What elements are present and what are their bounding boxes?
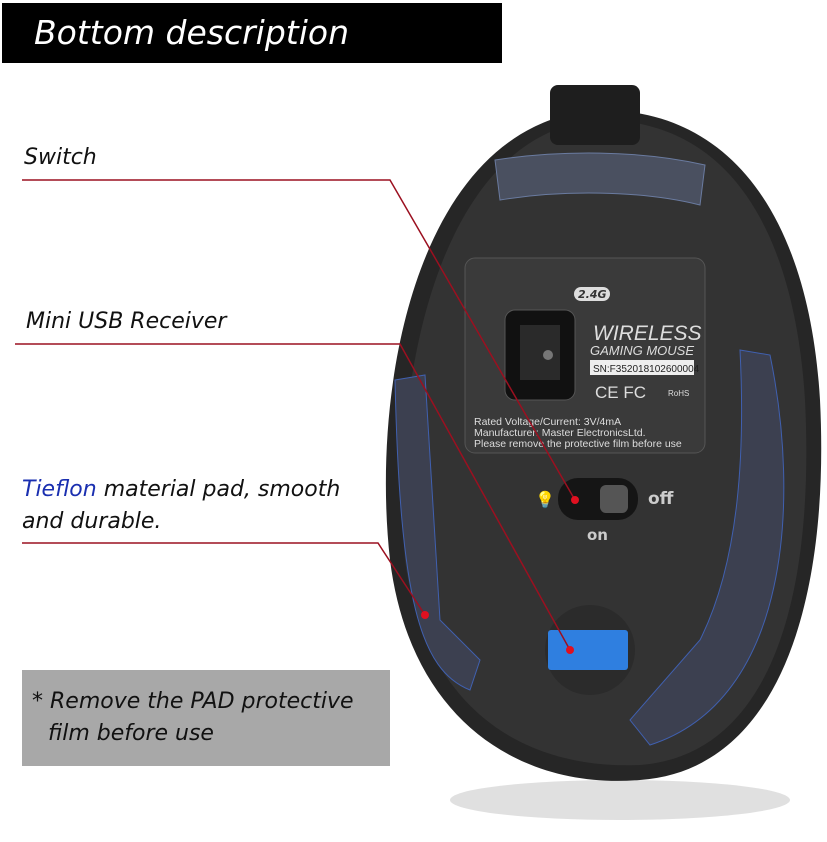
usb-receiver <box>548 630 628 670</box>
switch-off-text: off <box>648 489 674 509</box>
receiver-pointer-dot <box>566 646 574 654</box>
pointer-lines <box>15 179 576 651</box>
note-line-2: film before use <box>48 721 214 746</box>
wireless-text: WIRELESS <box>593 322 702 345</box>
band-text: 2.4G <box>578 288 607 301</box>
switch-on-text: on <box>587 526 608 544</box>
label-line-2: Manufacturer: Master ElectronicsLtd. <box>474 427 646 439</box>
switch-pointer-dot <box>571 496 579 504</box>
switch-label: Switch <box>24 145 97 170</box>
light-bulb-icon: 💡 <box>535 490 555 509</box>
pad-material-highlight: Tieflon <box>22 477 97 502</box>
page-title: Bottom description <box>2 3 502 63</box>
pad-label: Tieflon material pad, smooth and durable. <box>22 474 340 538</box>
note-line-1: * Remove the PAD protective <box>32 689 354 714</box>
receiver-label: Mini USB Receiver <box>26 309 227 334</box>
pad-label-line2: and durable. <box>22 509 162 534</box>
serial-text: SN:F352018102600004 <box>593 364 700 375</box>
gaming-mouse-text: GAMING MOUSE <box>590 343 694 358</box>
pad-label-rest: material pad, smooth <box>96 477 341 502</box>
rohs-text: RoHS <box>668 389 689 398</box>
protective-film-note: * Remove the PAD protective film before u… <box>22 670 390 766</box>
cert-text: CE FC <box>595 383 646 402</box>
label-line-3: Please remove the protective film before… <box>474 438 682 450</box>
label-line-1: Rated Voltage/Current: 3V/4mA <box>474 416 621 428</box>
pad-pointer-dot <box>421 611 429 619</box>
